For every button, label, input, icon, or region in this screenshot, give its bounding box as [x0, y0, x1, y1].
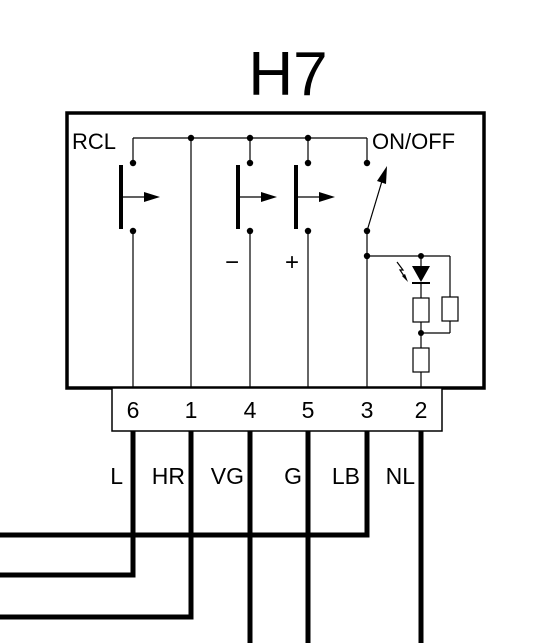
rcl-pushbutton	[119, 159, 160, 388]
terminal-5: 5	[302, 397, 315, 423]
wire-label-vg: VG	[211, 463, 244, 489]
indicator-led-network	[367, 253, 459, 388]
wire-labels: L HR VG G LB NL	[106, 458, 416, 490]
wire-lb	[0, 431, 370, 538]
external-wires	[0, 431, 424, 643]
terminal-numbers: 6 1 4 5 3 2	[127, 397, 428, 423]
rcl-label: RCL	[72, 129, 116, 154]
terminal-6: 6	[127, 397, 140, 423]
wire-label-nl: NL	[386, 463, 416, 489]
wire-label-g: G	[284, 463, 302, 489]
terminal-2: 2	[415, 397, 428, 423]
on-off-switch	[363, 159, 387, 388]
wire-hr	[0, 431, 194, 620]
plus-pushbutton	[294, 138, 335, 388]
wire-label-lb: LB	[332, 463, 360, 489]
terminal-3: 3	[361, 397, 374, 423]
terminal-4: 4	[244, 397, 257, 423]
plus-label: +	[285, 249, 299, 276]
wire-l	[0, 431, 136, 578]
wire-label-l: L	[110, 463, 123, 489]
diagram-title: H7	[248, 40, 327, 109]
on-off-label: ON/OFF	[372, 129, 455, 154]
wire-label-hr: HR	[152, 463, 185, 489]
terminal-1: 1	[185, 397, 198, 423]
minus-label: −	[225, 249, 239, 276]
minus-pushbutton	[236, 138, 277, 388]
terminal-strip	[111, 387, 443, 432]
